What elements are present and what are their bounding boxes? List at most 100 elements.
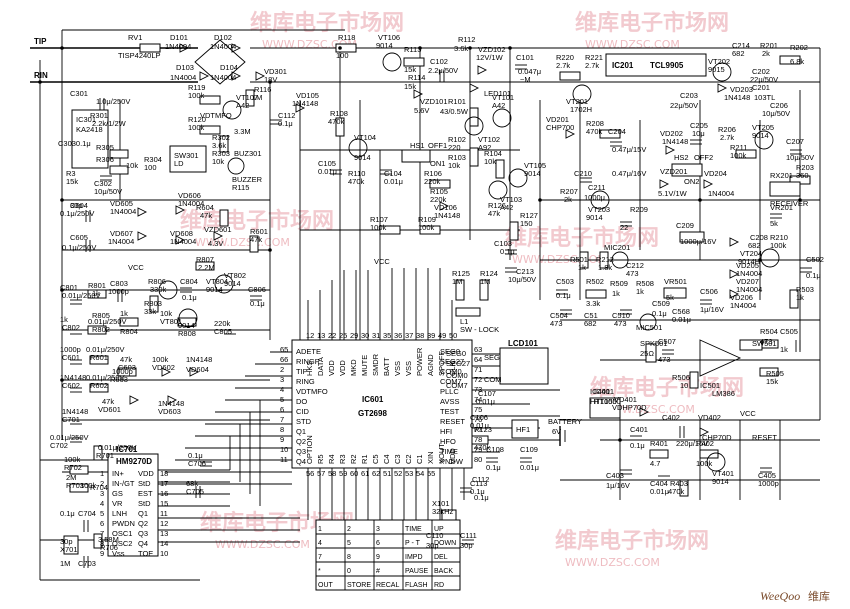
mid-label: 100k	[418, 223, 435, 232]
ic601-pin-number: 55	[427, 469, 435, 478]
lowerleft-label: C702	[50, 441, 68, 450]
left-label: C112	[278, 111, 295, 120]
right-label: 473	[626, 269, 639, 278]
ic601-pin-number: 5	[280, 395, 284, 404]
ic701-name: IC701	[116, 445, 138, 454]
top-label: VD203	[730, 85, 753, 94]
ic701-pin-number: 14	[160, 539, 168, 548]
ic601-pin-label: TIP	[296, 367, 308, 376]
lowerleft-label: 9014	[206, 285, 223, 294]
mid-label: 150	[520, 219, 533, 228]
potentiometer-vr201	[679, 231, 705, 243]
ic601-pin-label: STD	[296, 417, 312, 426]
ic601-pin-label: SEG0	[440, 347, 460, 356]
mid-label: R105	[430, 187, 448, 196]
top-label: VT102	[478, 135, 500, 144]
capacitor-c109	[520, 457, 532, 463]
right-label: C506	[700, 287, 718, 296]
ic601-pin-label: R5	[316, 454, 325, 464]
transistor-vt106	[382, 52, 402, 72]
keypad-key-label: RD	[434, 582, 444, 589]
left-label: R303	[212, 149, 230, 158]
transistor-vt202	[712, 62, 732, 82]
lcd-pin-label: COM	[484, 375, 502, 384]
resistor-r127	[509, 221, 519, 241]
top-label: 5.6V	[414, 106, 429, 115]
ic501-name: IC501	[700, 381, 720, 390]
lowerleft-label: 0.01μ/250V	[98, 443, 137, 452]
left-label: VT107	[236, 93, 258, 102]
left-label: 1.0μ/250V	[96, 97, 130, 106]
right-label: R206	[718, 125, 736, 134]
mid-label: 10k	[448, 161, 460, 170]
labels-lowerleft: C6040.1μ/250VVD6051N4004VD6061N4004R6044…	[50, 191, 268, 568]
capacitor-c601	[70, 359, 82, 365]
mid-label: 0.01μ	[384, 177, 403, 186]
diode-d103	[199, 71, 210, 81]
mid-label: 1N4148	[434, 211, 460, 220]
ic701-pin-number: 16	[160, 489, 168, 498]
left-label: R120	[188, 115, 206, 124]
top-label: 1702H	[570, 105, 592, 114]
resistor-r208	[599, 129, 621, 139]
top-label: 2.7k	[585, 61, 599, 70]
bottom-label: 0.1μ	[474, 493, 489, 502]
left-label: 0.1μ	[278, 119, 293, 128]
bottom-label: 470k	[474, 443, 491, 452]
bottom-label: R403	[670, 479, 688, 488]
top-label: VZD102	[478, 45, 506, 54]
ic601-pin-number: 73	[474, 385, 482, 394]
right-label: VR201	[770, 203, 793, 212]
diode-d101	[179, 43, 190, 53]
top-label: VT201	[566, 97, 588, 106]
ic601-pin-number: 9	[280, 435, 284, 444]
right-label: 100k	[730, 151, 747, 160]
ic601-pin-label: COM7	[440, 377, 462, 386]
mid-label: R109	[418, 215, 436, 224]
right-label: C509	[652, 299, 670, 308]
ic601-pin-number: 49	[438, 331, 446, 340]
right-label: 473	[550, 319, 563, 328]
ic701-pin-label: Q1	[138, 509, 148, 518]
bottom-label: 9014	[712, 477, 729, 486]
left-label: R119	[188, 83, 205, 92]
right-label: R203	[796, 163, 814, 172]
lowerleft-label: C706	[188, 459, 206, 468]
mid-label: R104	[484, 149, 502, 158]
diode-vd301	[255, 71, 266, 81]
resistor-r125	[455, 279, 465, 301]
lowerleft-label: 1N4004	[110, 207, 136, 216]
capacitor-c703	[83, 556, 89, 568]
right-label: 5k	[666, 293, 674, 302]
hook-switch-hs2	[671, 163, 703, 177]
left-label: 100	[144, 163, 157, 172]
lowerleft-label: 1N4004	[108, 237, 134, 246]
ic701-pin-label: Q4	[138, 539, 148, 548]
watermark-url-topright: WWW.DZSC.COM	[585, 38, 680, 51]
ic601-pin-label: VDD	[448, 448, 457, 464]
resistor-r704	[69, 483, 89, 493]
labels-left: C3011.0μ/250VR3012.2k/1/2WVD30118VR1161M…	[58, 67, 319, 196]
top-label: R112	[458, 35, 475, 44]
lowerleft-label: C804	[180, 277, 198, 286]
lowerleft-label: 0.01μ/250V	[62, 291, 101, 300]
bottom-label: C403	[606, 471, 624, 480]
top-label: 2.7k	[556, 61, 570, 70]
ic601-pin-number: 71	[474, 365, 482, 374]
watermark-brand-top: 维库电子市场网	[250, 10, 404, 36]
lowerleft-label: 9014	[178, 321, 195, 330]
ic601-pin-number: 63	[474, 345, 482, 354]
top-label: 2.2μ/50V	[428, 66, 458, 75]
lowerleft-label: 1000p	[108, 287, 129, 296]
ic601-pin-number: 66	[280, 355, 288, 364]
mid-label: VD106	[434, 203, 457, 212]
right-label: R505	[766, 369, 784, 378]
right-label: C503	[556, 277, 574, 286]
capacitor-c213	[505, 267, 517, 273]
bottom-label: 6V	[552, 427, 561, 436]
left-label: R305	[96, 143, 114, 152]
right-label: 1N4004	[736, 285, 762, 294]
footer-logo: WeeQoo	[760, 589, 800, 603]
ic601-pin-label: Q4	[296, 457, 306, 466]
diode-vd603	[167, 395, 178, 405]
